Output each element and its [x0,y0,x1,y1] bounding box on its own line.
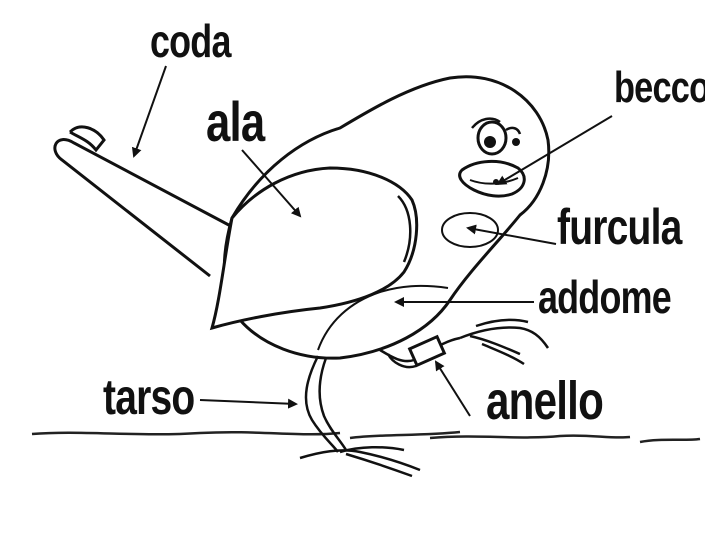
label-furcula: furcula [557,202,682,252]
arrow-coda [134,66,166,156]
ground-line [32,432,700,442]
tail [55,140,242,276]
arrow-anello [436,362,470,416]
label-coda: coda [150,18,231,64]
label-addome: addome [538,274,671,320]
back-leg [300,356,420,476]
label-becco: becco [614,66,705,110]
label-tarso: tarso [103,372,194,422]
label-ala: ala [206,94,264,150]
leg-ring [410,337,445,366]
label-anello: anello [486,374,603,428]
arrow-tarso [200,400,296,404]
